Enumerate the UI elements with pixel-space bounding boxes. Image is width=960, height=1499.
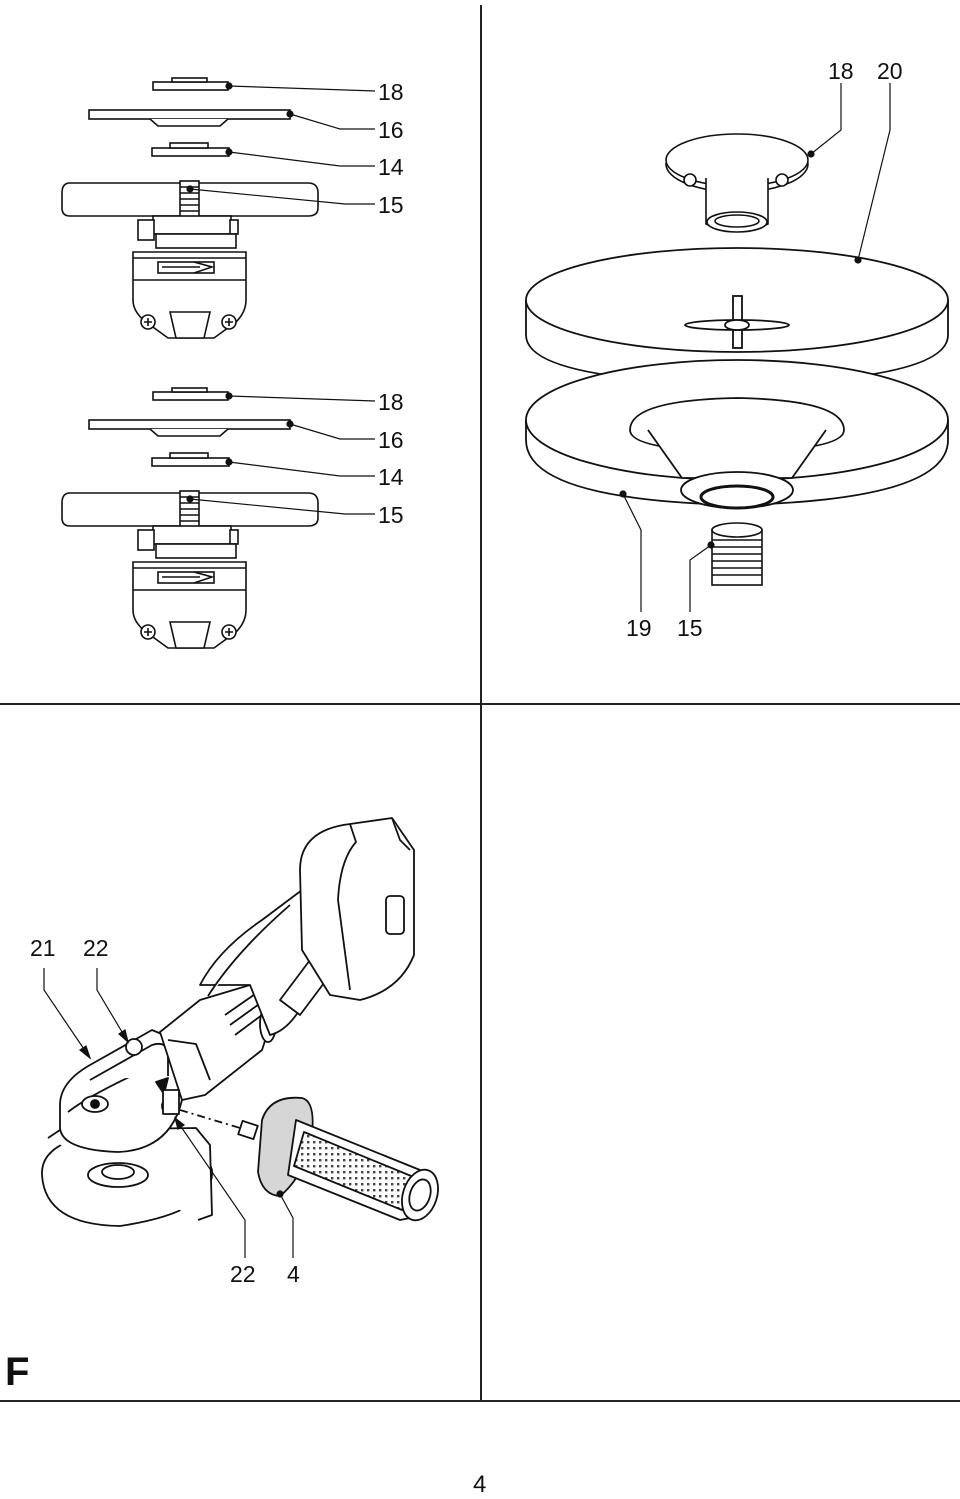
grinder-head-assembly-a bbox=[61, 77, 319, 339]
callout-14: 14 bbox=[378, 154, 404, 180]
leader-lines-a bbox=[186, 82, 376, 205]
callout-18: 18 bbox=[828, 58, 854, 84]
section-letter: F bbox=[5, 1350, 30, 1394]
callout-15: 15 bbox=[378, 192, 404, 218]
bottom-rule bbox=[0, 1400, 960, 1402]
page-number: 4 bbox=[473, 1471, 487, 1498]
backing-pad-upper bbox=[525, 247, 949, 385]
horizontal-divider bbox=[0, 703, 960, 705]
lock-nut-flange bbox=[665, 133, 809, 233]
leader-lines-right bbox=[619, 83, 891, 612]
backing-pad-lower bbox=[525, 359, 949, 510]
grinder-head-assembly-b bbox=[61, 387, 319, 649]
callout-19: 19 bbox=[626, 615, 652, 641]
leader-lines-bottom bbox=[43, 968, 294, 1258]
callout-22: 22 bbox=[83, 935, 109, 961]
spindle-thread bbox=[711, 522, 763, 586]
callout-4: 4 bbox=[287, 1261, 300, 1287]
callout-15: 15 bbox=[378, 502, 404, 528]
callout-15: 15 bbox=[677, 615, 703, 641]
callout-14: 14 bbox=[378, 464, 404, 490]
angle-grinder bbox=[41, 817, 439, 1227]
callout-16: 16 bbox=[378, 117, 404, 143]
callout-22: 22 bbox=[230, 1261, 256, 1287]
callout-21: 21 bbox=[30, 935, 56, 961]
callout-18: 18 bbox=[378, 389, 404, 415]
leader-lines-b bbox=[186, 392, 376, 515]
callout-18: 18 bbox=[378, 79, 404, 105]
callout-20: 20 bbox=[877, 58, 903, 84]
callout-16: 16 bbox=[378, 427, 404, 453]
